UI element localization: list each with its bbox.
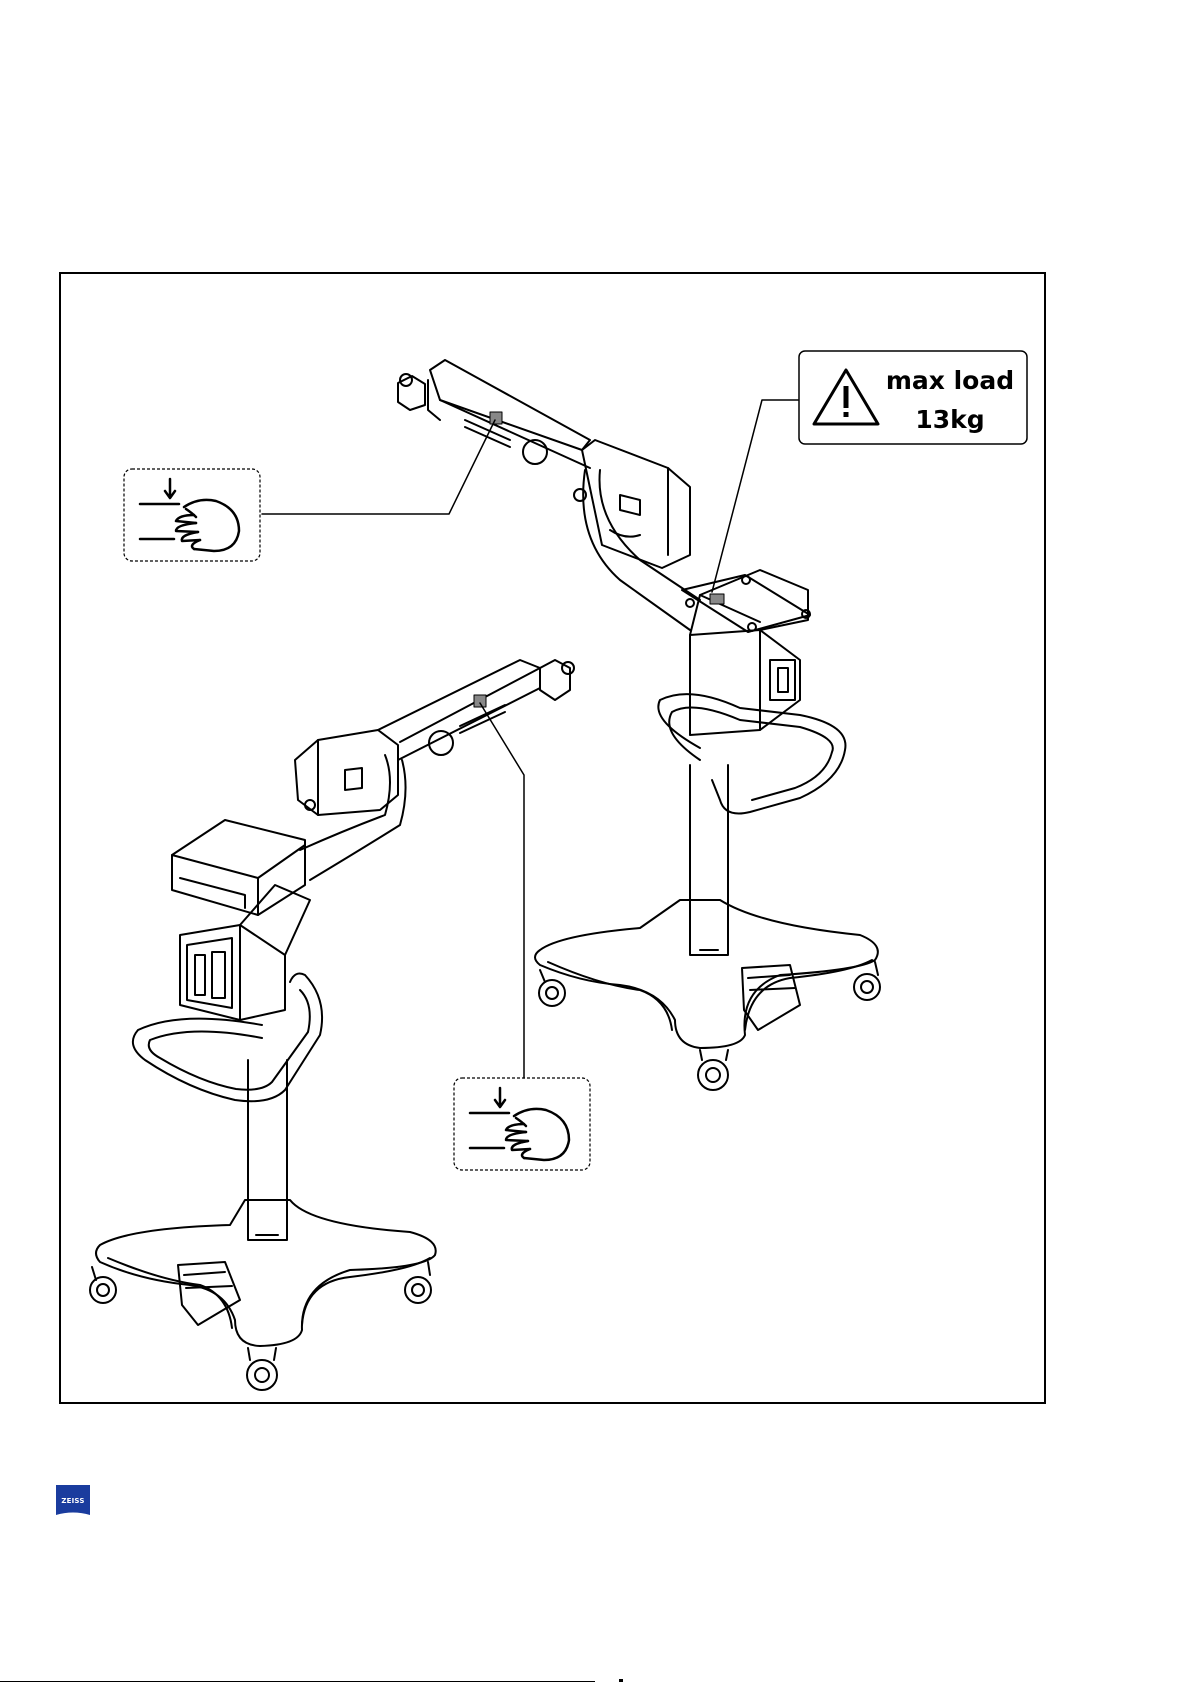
max-load-text: max load xyxy=(886,366,1014,395)
zeiss-logo: ZEISS xyxy=(56,1485,90,1519)
caster xyxy=(90,1262,431,1390)
footer-mark xyxy=(619,1679,623,1682)
footer-rule xyxy=(0,1681,595,1682)
leader-lines xyxy=(262,400,798,1078)
max-load-label: max load 13kg xyxy=(799,351,1027,444)
stand-left xyxy=(90,660,574,1390)
zeiss-logo-text: ZEISS xyxy=(61,1497,84,1505)
hand-press-icon xyxy=(140,479,239,551)
hand-press-pictogram-1 xyxy=(124,469,260,561)
weight-text: 13kg xyxy=(915,405,984,434)
hand-press-pictogram-2 xyxy=(454,1078,590,1170)
hand-press-icon xyxy=(470,1088,569,1160)
